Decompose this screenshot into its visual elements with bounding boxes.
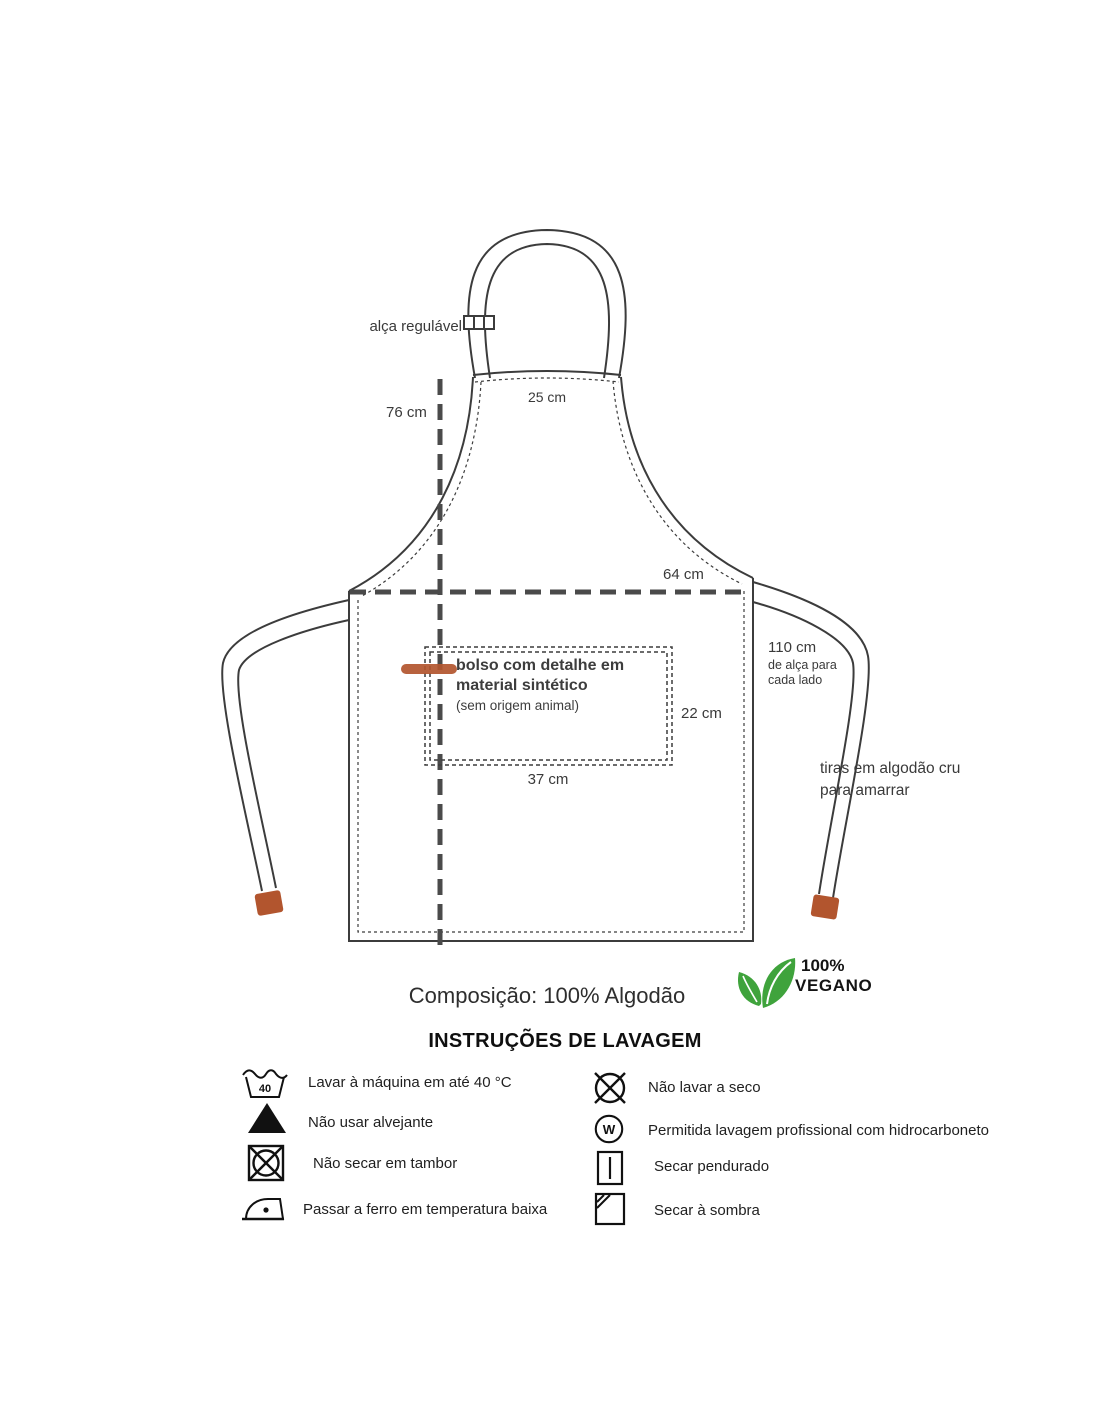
bib-right-edge — [620, 376, 754, 579]
vegan-name-text: VEGANO — [795, 976, 873, 995]
neck-strap-outer — [467, 228, 627, 379]
no-bleach-label: Não usar alvejante — [308, 1114, 434, 1131]
pocket-desc-line3: (sem origem animal) — [456, 697, 580, 713]
pocket-desc-line1: bolso com detalhe em — [456, 657, 625, 674]
shade-dry-icon — [594, 1192, 626, 1226]
waist-width-label: 64 cm — [663, 566, 704, 583]
left-tie-tip — [254, 890, 284, 916]
iron-low-label: Passar a ferro em temperatura baixa — [303, 1201, 548, 1218]
pocket-description: bolso com detalhe em material sintético … — [456, 656, 624, 714]
apron-body — [348, 578, 754, 942]
pocket-height-label: 22 cm — [681, 705, 722, 722]
strap-length-label: 110 cm — [768, 639, 817, 656]
height-label: 76 cm — [386, 404, 427, 421]
no-tumble-dry-label: Não secar em tambor — [313, 1155, 458, 1172]
pocket-desc-line2: material sintético — [456, 677, 588, 695]
hang-dry-label: Secar pendurado — [654, 1158, 770, 1175]
no-dry-clean-icon — [594, 1072, 626, 1104]
professional-wash-icon: W — [594, 1114, 624, 1144]
vegan-percent-text: 100% — [801, 956, 845, 975]
wash-40-label: Lavar à máquina em até 40 °C — [308, 1074, 512, 1091]
no-bleach-icon — [248, 1103, 286, 1133]
composition-text: Composição: 100% Algodão — [408, 983, 686, 1008]
svg-text:W: W — [603, 1122, 616, 1137]
ties-label-line2: para amarrar — [820, 782, 910, 799]
strap-buckle — [463, 315, 495, 330]
iron-low-icon — [242, 1198, 285, 1221]
strap-label: alça regulável — [369, 318, 462, 335]
wash-40-icon: 40 — [242, 1069, 288, 1098]
pocket-width-label: 37 cm — [527, 771, 569, 788]
right-tie — [752, 581, 870, 899]
washing-title: INSTRUÇÕES DE LAVAGEM — [428, 1030, 702, 1052]
no-dry-clean-label: Não lavar a seco — [648, 1079, 761, 1096]
right-tie-tip — [810, 894, 840, 920]
svg-text:40: 40 — [259, 1083, 271, 1095]
strap-length-sub1: de alça para — [768, 658, 837, 672]
bib-left-edge — [348, 376, 474, 592]
neck-strap-inner — [483, 242, 611, 379]
vegan-leaves-icon — [737, 958, 796, 1008]
ties-label-line1: tiras em algodão cru — [820, 760, 961, 777]
professional-wash-label: Permitida lavagem profissional com hidro… — [648, 1122, 990, 1139]
hang-dry-icon — [596, 1150, 624, 1186]
left-tie — [221, 599, 350, 892]
apron-diagram — [221, 228, 870, 952]
no-tumble-dry-icon — [247, 1144, 285, 1182]
strap-length-sub2: cada lado — [768, 673, 823, 687]
top-width-label: 25 cm — [527, 389, 567, 405]
shade-dry-label: Secar à sombra — [654, 1202, 760, 1219]
